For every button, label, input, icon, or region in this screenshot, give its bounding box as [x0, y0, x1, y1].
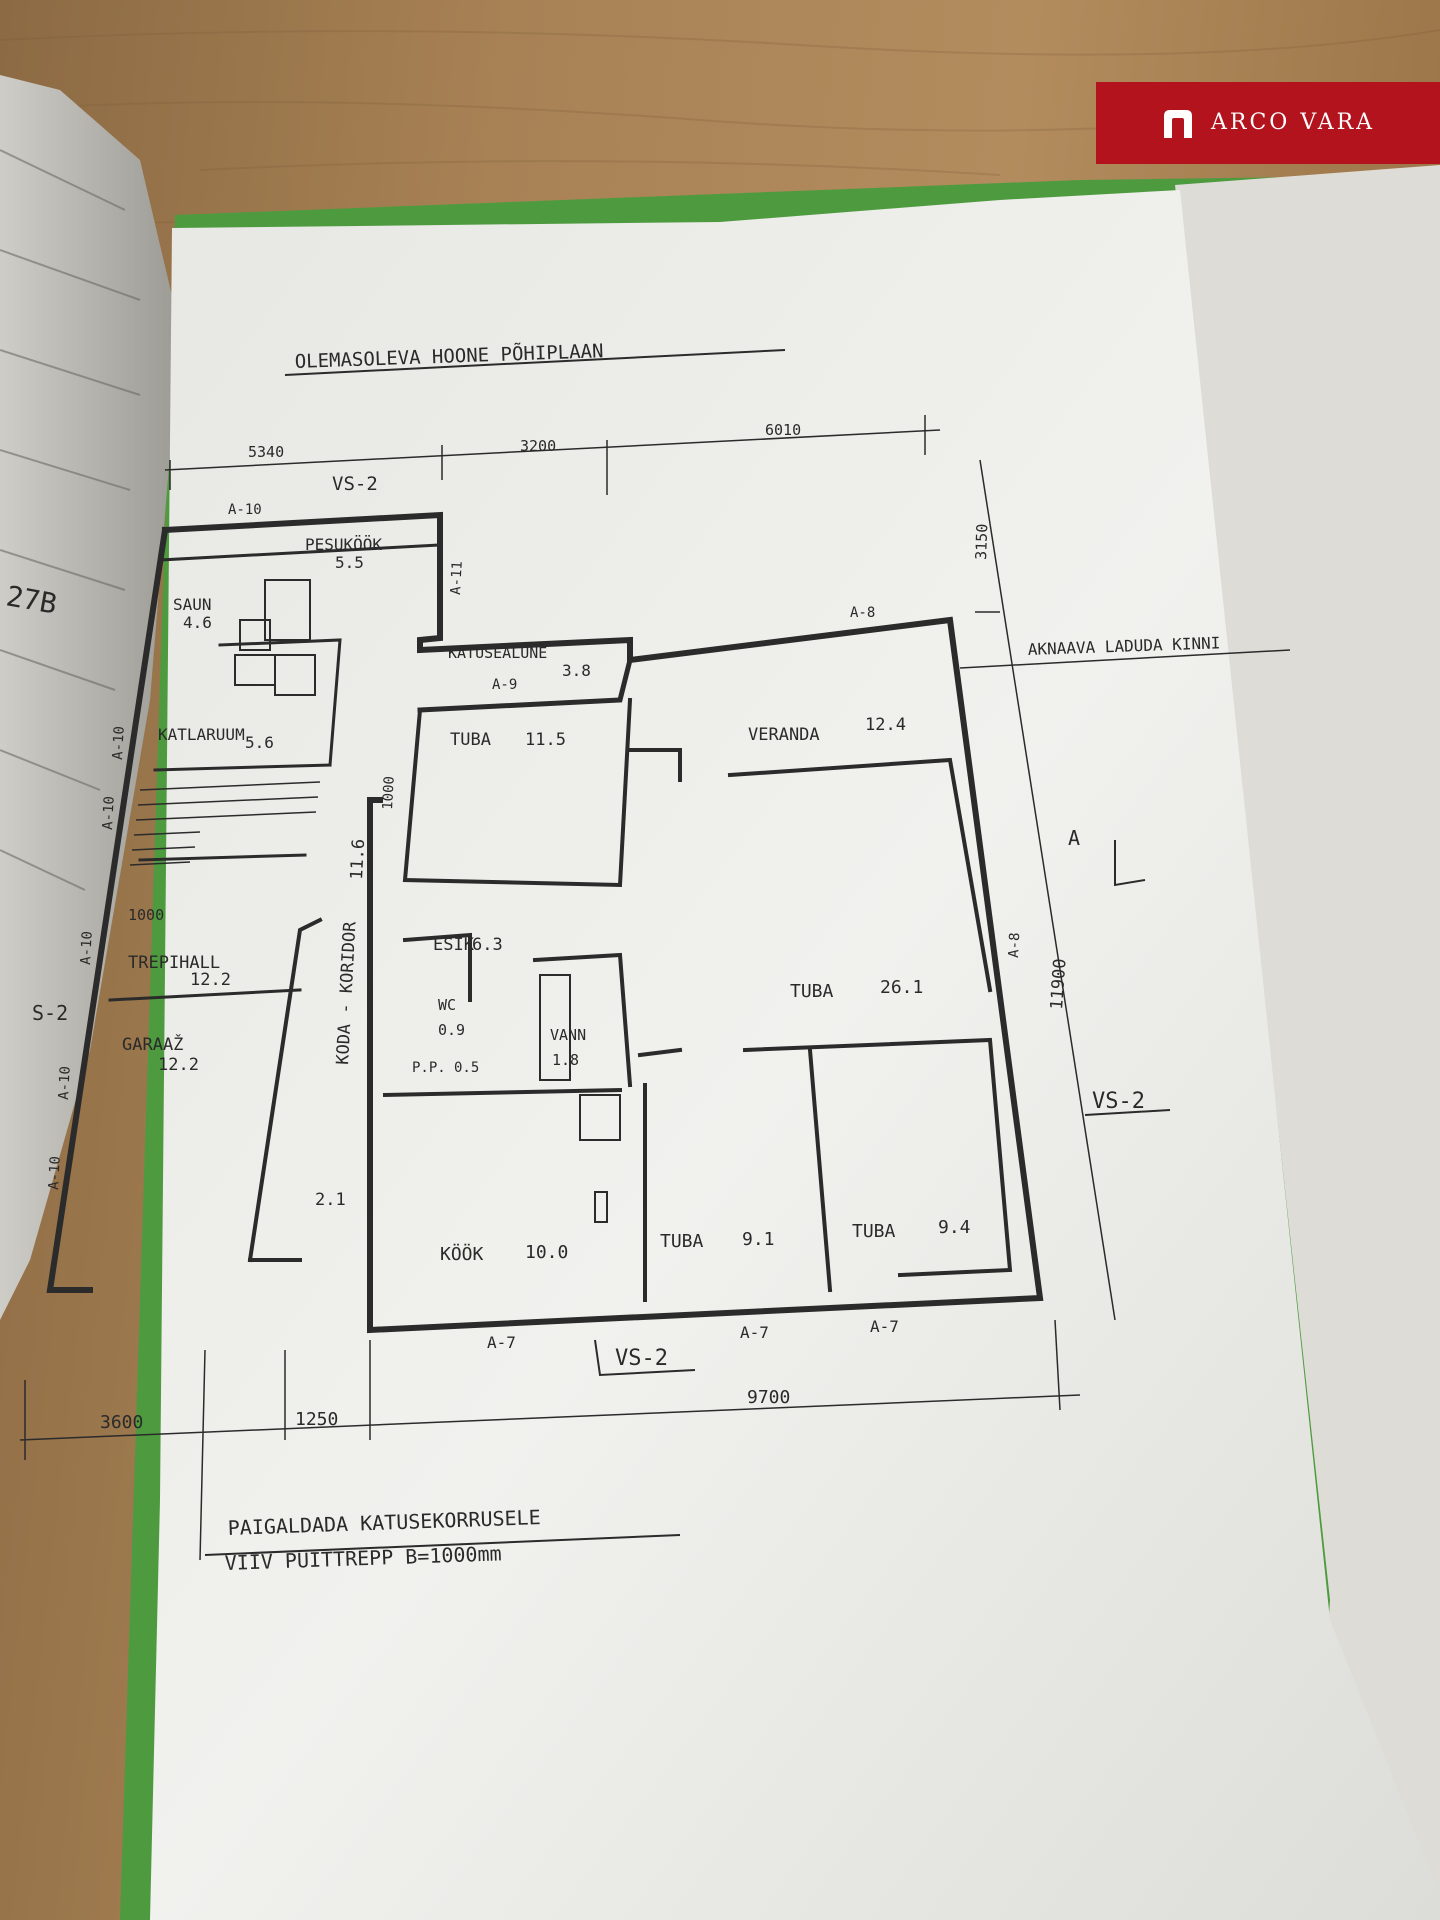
window-a8-right: A-8 [1006, 932, 1023, 958]
room-label-tuba-2: TUBA [790, 981, 834, 1002]
dim-top-3: 6010 [765, 421, 801, 439]
window-a7-3: A-7 [870, 1317, 899, 1336]
stair-treads [129, 781, 321, 866]
stair-dim-2: 1000 [128, 906, 164, 924]
booklet-lines [0, 149, 141, 891]
top-dimension-line [164, 415, 941, 495]
room-label-saun: SAUN [173, 595, 212, 614]
bathroom-fixtures [539, 974, 621, 1223]
dim-bottom-3: 9700 [747, 1387, 790, 1408]
section-mark-left: S-2 [32, 1001, 68, 1025]
room-label-katusealune: KATUSEALUNE [448, 644, 547, 662]
room-area-tuba-2: 26.1 [880, 977, 923, 998]
section-mark-top: VS-2 [332, 473, 378, 495]
room-area-vann: 1.8 [552, 1051, 579, 1069]
right-dimension-line [975, 459, 1116, 1321]
section-mark-bottom: VS-2 [615, 1346, 668, 1371]
room-area-pesukook: 5.5 [335, 553, 364, 572]
room-label-katlaruum: KATLARUUM [158, 725, 245, 744]
window-a7-2: A-7 [740, 1323, 769, 1342]
room-label-vann: VANN [550, 1026, 586, 1044]
room-area-katusealune: 3.8 [562, 661, 591, 680]
room-label-pesukook: PESUKÖÖK [305, 535, 382, 554]
room-area-tuba-1: 11.5 [525, 730, 566, 750]
section-line-lower [594, 840, 1171, 1377]
building-walls [46, 511, 1044, 1334]
window-a10-top: A-10 [228, 502, 262, 518]
dim-top-2: 3200 [520, 437, 556, 455]
room-area-kook: 10.0 [525, 1242, 568, 1263]
brand-name: ARCO VARA [1211, 110, 1376, 135]
left-booklet [0, 75, 180, 1320]
window-a10-left-1: A-10 [110, 726, 128, 761]
room-label-tuba-3: TUBA [660, 1231, 704, 1252]
bottom-dimension-line [19, 1319, 1081, 1561]
room-area-koda-koridor: 11.6 [347, 838, 369, 880]
dim-bottom-2: 1250 [295, 1409, 338, 1430]
annotation-leader [959, 649, 1291, 669]
sauna-fixtures [234, 579, 316, 696]
window-a11: A-11 [448, 561, 466, 596]
room-label-esik: ESIK [433, 935, 475, 955]
room-area-pp: 0.5 [454, 1060, 479, 1076]
plan-title-underline [284, 349, 786, 376]
room-area-garaaz: 12.2 [158, 1055, 199, 1075]
arco-vara-logo: ARCO VARA [1096, 82, 1440, 164]
window-a8-top: A-8 [850, 605, 875, 621]
room-area-tuba-3: 9.1 [742, 1229, 775, 1250]
room-area-tuba-4: 9.4 [938, 1217, 971, 1238]
house-logo-icon [1164, 110, 1192, 138]
room-label-tuba-4: TUBA [852, 1221, 896, 1242]
note-leader [204, 1534, 681, 1556]
dim-right: 11900 [1047, 958, 1071, 1010]
room-label-wc: WC [438, 996, 456, 1014]
porch-area: 2.1 [315, 1190, 346, 1210]
room-label-kook: KÖÖK [440, 1243, 484, 1265]
room-area-veranda: 12.4 [865, 715, 906, 735]
room-label-tuba-1: TUBA [450, 730, 491, 750]
dim-bottom-1: 3600 [100, 1412, 143, 1433]
room-area-katlaruum: 5.6 [245, 733, 274, 752]
dim-right-upper: 3150 [972, 523, 991, 560]
dim-top-1: 5340 [248, 443, 284, 461]
room-area-trepihall: 12.2 [190, 970, 231, 990]
room-label-trepihall: TREPIHALL [128, 953, 220, 973]
room-area-saun: 4.6 [183, 613, 212, 632]
room-label-garaaz: GARAAŽ [122, 1033, 183, 1055]
stair-dim-1: 1000 [380, 776, 398, 811]
window-a7-1: A-7 [487, 1333, 516, 1352]
drawing-sheet [150, 190, 1440, 1920]
section-arrow-label: A [1068, 826, 1080, 850]
room-label-pp: P.P. [412, 1060, 446, 1076]
window-a10-left-3: A-10 [78, 931, 96, 966]
window-a9: A-9 [492, 677, 517, 693]
section-mark-right: VS-2 [1092, 1089, 1145, 1114]
room-area-esik: 6.3 [472, 935, 503, 955]
room-area-wc: 0.9 [438, 1021, 465, 1039]
window-a10-left-5: A-10 [46, 1156, 64, 1191]
window-a10-left-2: A-10 [100, 796, 118, 831]
room-label-veranda: VERANDA [748, 725, 820, 745]
window-a10-left-4: A-10 [56, 1066, 74, 1101]
right-sheet [1175, 165, 1440, 1920]
